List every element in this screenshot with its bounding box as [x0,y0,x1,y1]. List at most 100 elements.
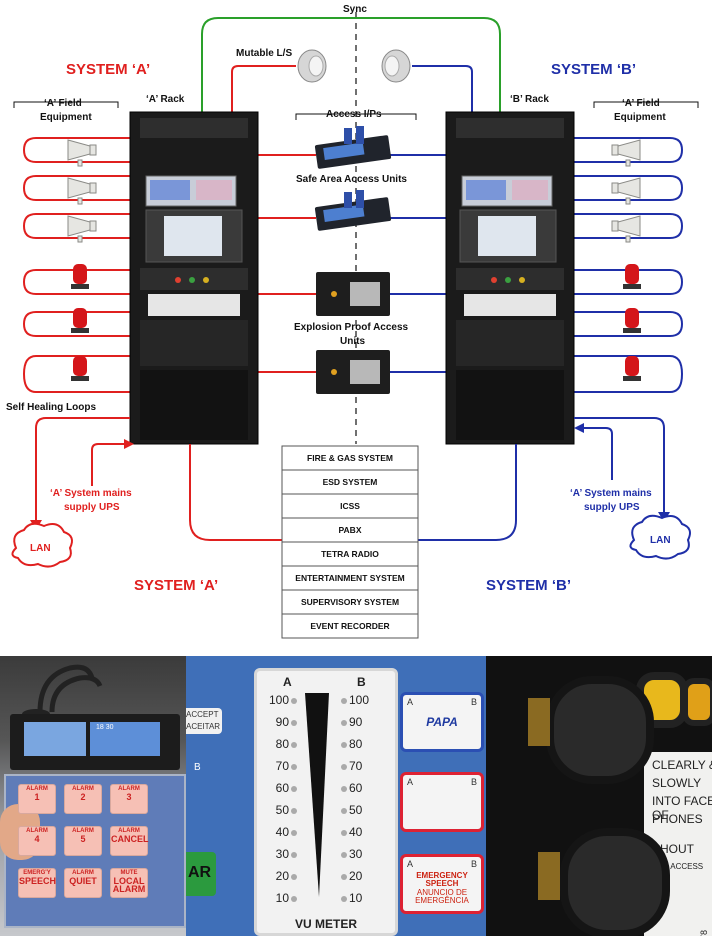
desk-console: 18 30 [10,714,180,770]
vu-scale-a-value: 80 [275,737,289,751]
explosion-proof-label-2: Units [340,336,365,347]
mains-a-label-2: supply UPS [64,502,120,513]
emergency-label-4: EMERGÊNCIA [415,896,469,905]
safe-area-access-units-label: Safe Area Access Units [296,174,407,185]
keypad-key-top: ALARM [118,786,140,792]
systems-link-b [418,444,517,541]
keypad-key-top: ALARM [118,828,140,834]
sync-line [201,17,501,112]
system-box-label: TETRA RADIO [321,549,379,559]
arrow-icon [574,423,584,433]
led-b-icon [341,786,347,792]
access-unit-links-b [390,154,446,373]
vu-scale-b-value: 20 [349,869,363,883]
led-b-icon [341,764,347,770]
field-equipment-left-label-2: Equipment [40,112,92,123]
emergency-label-2: SPEECH [425,879,459,888]
b-indicator-label: B [194,762,201,773]
lan-left-cloud [11,522,73,568]
field-equipment-left-label-1: ‘A’ Field [44,98,82,109]
system-box-label: ESD SYSTEM [323,477,378,487]
rack-a [129,111,259,445]
lan-a-line [35,417,130,524]
mains-a-line [91,443,130,486]
vu-scale-b-value: 40 [349,825,363,839]
vu-scale-row: 60 60 [257,781,395,797]
vu-scale-b-value: 70 [349,759,363,773]
console-display-number: 18 30 [96,724,114,731]
self-healing-loops-left [22,137,130,393]
keypad-key-label: CANCEL [111,834,149,844]
vu-scale-a-value: 30 [275,847,289,861]
vu-scale-a-value: 100 [268,693,289,707]
system-box-label: ENTERTAINMENT SYSTEM [295,573,404,583]
rack-a-label: ‘A’ Rack [146,94,185,105]
papa-a-label: A [407,697,414,707]
arrow-icon [124,439,134,449]
console-display [90,722,160,756]
ceiling-speaker-a-icon [297,49,327,83]
sync-label: Sync [343,4,367,15]
explosion-proof-access-unit [316,350,390,394]
access-unit-links-a [258,154,316,373]
led-b-icon [341,698,347,704]
beacon-icon [71,264,641,381]
keypad-key-label: SPEECH [19,876,57,886]
mains-a-label-1: ‘A’ System mains [50,488,132,499]
vu-scale-a-value: 50 [275,803,289,817]
vu-meter-label: VU METER [294,917,357,931]
sign-text-line: CLEARLY & [652,758,712,772]
lan-left-label: LAN [30,543,51,554]
reference-number: 379478 [699,930,709,936]
keypad-key-label: 3 [126,792,132,802]
safe-area-access-unit [314,126,392,169]
mutable-ls-label: Mutable L/S [236,48,292,59]
keypad-key-label: 5 [80,834,86,844]
keypad-key-top: MUTE [120,870,138,876]
led-a-icon [291,830,297,836]
led-b-icon [341,742,347,748]
vu-scale-a-value: 60 [275,781,289,795]
papa-b-label: B [470,697,477,707]
vu-scale-b-value: 90 [349,715,363,729]
green-button [186,852,216,896]
horn-speaker-icon [67,139,97,243]
emergency-label-3: ANUNCIO DE [416,888,468,897]
blank-a-label: A [407,777,414,787]
emergency-a-label: A [407,859,414,869]
mains-b-line [578,427,613,480]
system-box [281,541,419,567]
led-b-icon [341,874,347,880]
system-b-title-bottom: SYSTEM ‘B’ [486,577,571,594]
vu-scale-b-value: 60 [349,781,363,795]
explosion-proof-access-unit [316,272,390,316]
vu-scale-a-value: 70 [275,759,289,773]
keypad-key-top: ALARM [26,828,48,834]
led-a-icon [291,764,297,770]
blank-call-button: A B [400,772,484,832]
led-a-icon [291,808,297,814]
keypad-key-top: ALARM [26,786,48,792]
system-box-label: FIRE & GAS SYSTEM [307,453,393,463]
keypad-key-top: EMERG'Y [23,870,51,876]
lan-right-cloud [629,514,691,560]
led-b-icon [341,808,347,814]
keypad-key-label: 1 [34,792,40,802]
led-a-icon [291,896,297,902]
led-b-icon [341,852,347,858]
keypad-key-label: 4 [34,834,40,844]
system-box-label: PABX [339,525,362,535]
led-b-icon [341,720,347,726]
vu-scale-a-value: 90 [275,715,289,729]
keypad-key-top: ALARM [72,786,94,792]
system-a-title-bottom: SYSTEM ‘A’ [134,577,218,594]
vu-scale-a-value: 40 [275,825,289,839]
accept-label-2: ACEITAR [186,722,221,731]
